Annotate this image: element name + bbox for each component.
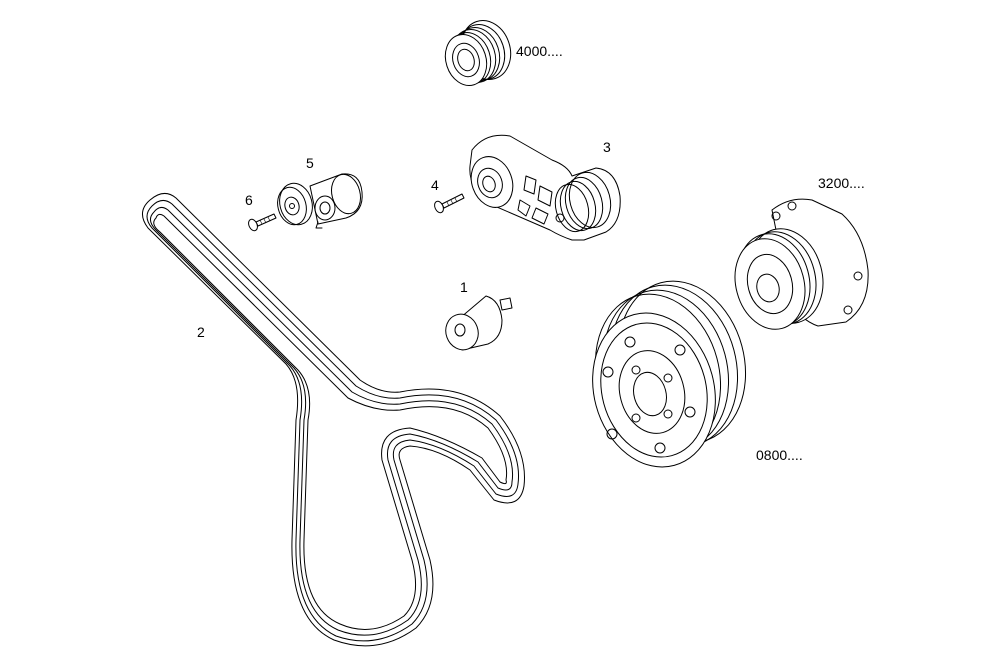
pulley-4000-icon [444, 20, 512, 86]
part-label-2: 2 [197, 324, 205, 340]
poly-v-belt-2-icon [142, 193, 525, 647]
bolt-4-icon [434, 193, 465, 214]
tensioner-pulley-5-icon [277, 173, 363, 229]
idler-roller-1-icon [445, 295, 513, 351]
part-label-3: 3 [603, 139, 611, 155]
bolt-6-icon [248, 213, 277, 232]
part-label-3200: 3200.... [818, 175, 865, 191]
part-label-4000: 4000.... [516, 43, 563, 59]
part-label-5: 5 [306, 155, 314, 171]
water-pump-3200-icon [734, 198, 869, 330]
crankshaft-pulley-0800-icon [592, 280, 747, 468]
part-label-4: 4 [431, 177, 439, 193]
part-label-0800: 0800.... [756, 447, 803, 463]
part-label-6: 6 [245, 192, 253, 208]
part-label-1: 1 [460, 279, 468, 295]
belt-tensioner-3-icon [469, 134, 621, 241]
